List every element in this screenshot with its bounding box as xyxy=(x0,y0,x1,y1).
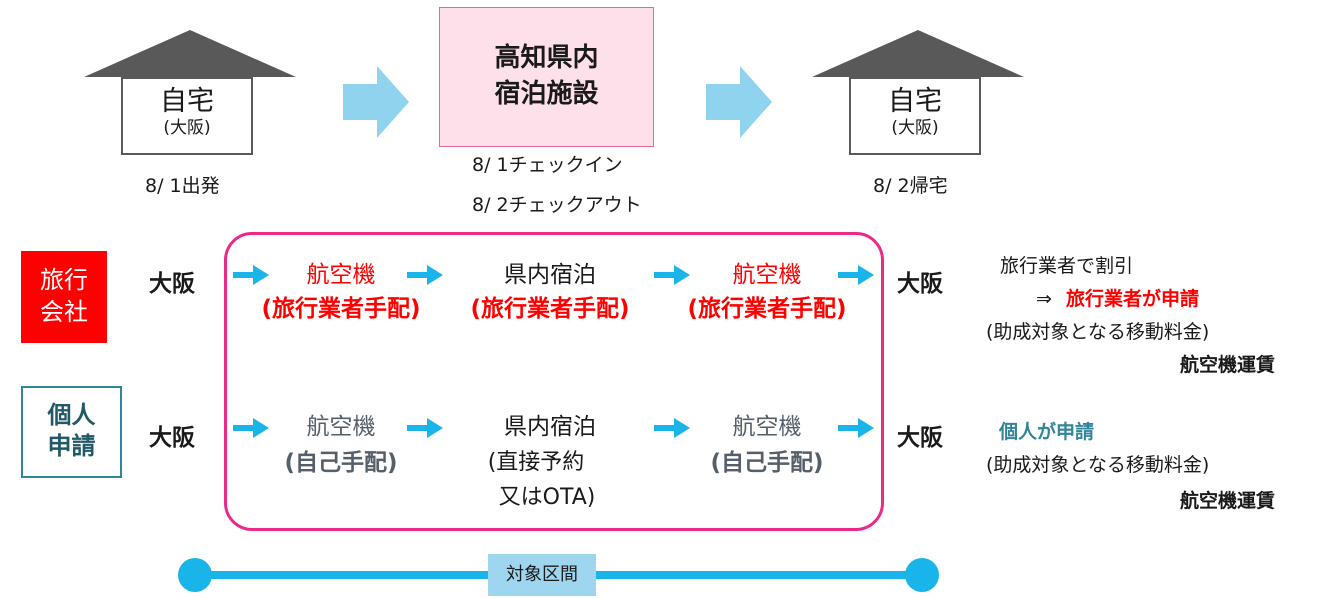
travel-agency-label-line1: 旅行 xyxy=(40,266,88,294)
covered-section-frame xyxy=(224,232,884,531)
travel-agency-label: 旅行 会社 xyxy=(21,251,107,343)
house-roof-icon xyxy=(812,30,1024,77)
row1-seg1: 航空機 (旅行業者手配) xyxy=(236,258,446,326)
row2-seg1-line2: (自己手配) xyxy=(284,450,398,476)
row2-destination: 大阪 xyxy=(897,425,943,451)
row1-note-arrow: ⇒ xyxy=(1036,288,1052,310)
right-arrow-icon xyxy=(654,265,690,285)
row1-seg3-line2: (旅行業者手配) xyxy=(687,296,847,322)
return-date: 8/ 2帰宅 xyxy=(873,175,948,197)
row2-seg3-line2: (自己手配) xyxy=(710,450,824,476)
right-arrow-icon xyxy=(233,265,269,285)
flow-arrow-icon xyxy=(343,66,409,138)
row1-seg2-line1: 県内宿泊 xyxy=(504,262,596,288)
row1-seg1-line2: (旅行業者手配) xyxy=(261,296,421,322)
row2-note-line1: 個人が申請 xyxy=(999,421,1095,443)
flow-arrow-icon xyxy=(706,66,772,138)
row2-seg1-line1: 航空機 xyxy=(306,414,376,440)
right-arrow-icon xyxy=(838,418,874,438)
right-arrow-icon xyxy=(654,418,690,438)
row2-seg2-line2: (直接予約 xyxy=(487,450,585,475)
row2-note-line3: 航空機運賃 xyxy=(1180,490,1276,512)
row1-origin: 大阪 xyxy=(149,271,195,297)
checkout-date: 8/ 2チェックアウト xyxy=(472,194,642,216)
destination-line1: 高知県内 xyxy=(494,43,599,73)
row1-seg2: 県内宿泊 (旅行業者手配) xyxy=(445,258,655,326)
checkin-date: 8/ 1チェックイン xyxy=(472,154,623,176)
row1-note-applicant: 旅行業者が申請 xyxy=(1065,288,1199,310)
individual-label-line2: 申請 xyxy=(47,432,96,460)
bar-end-dot xyxy=(905,558,939,592)
right-arrow-icon xyxy=(838,265,874,285)
row1-destination: 大阪 xyxy=(897,271,943,297)
row2-origin: 大阪 xyxy=(149,425,195,451)
home-right-title: 自宅 xyxy=(888,86,942,117)
row2-seg2-line3: 又はOTA) xyxy=(498,485,596,510)
house-roof-icon xyxy=(84,30,296,77)
row1-note-line2: ⇒ 旅行業者が申請 xyxy=(1036,287,1199,311)
row1-note-line3: (助成対象となる移動料金) xyxy=(986,321,1210,343)
right-arrow-icon xyxy=(407,418,443,438)
bar-start-dot xyxy=(178,558,212,592)
travel-agency-label-line2: 会社 xyxy=(40,298,88,326)
covered-section-label: 対象区間 xyxy=(488,554,596,596)
individual-label-line1: 個人 xyxy=(47,401,96,429)
home-left-sub: (大阪) xyxy=(163,118,211,138)
home-right-sub: (大阪) xyxy=(891,118,939,138)
row1-note-line4: 航空機運賃 xyxy=(1180,354,1276,376)
house-box-left: 自宅 (大阪) xyxy=(121,77,253,155)
destination-line2: 宿泊施設 xyxy=(494,79,599,109)
row1-seg3: 航空機 (旅行業者手配) xyxy=(662,258,872,326)
row1-seg1-line1: 航空機 xyxy=(306,262,376,288)
row2-seg3-line1: 航空機 xyxy=(732,414,802,440)
right-arrow-icon xyxy=(407,265,443,285)
row2-seg1: 航空機 (自己手配) xyxy=(236,409,446,481)
row1-seg3-line1: 航空機 xyxy=(732,262,802,288)
individual-label: 個人 申請 xyxy=(21,386,122,478)
row2-seg2-line1: 県内宿泊 xyxy=(504,414,596,440)
home-left-title: 自宅 xyxy=(160,86,214,117)
house-box-right: 自宅 (大阪) xyxy=(849,77,981,155)
destination-box: 高知県内 宿泊施設 xyxy=(439,7,654,147)
right-arrow-icon xyxy=(233,418,269,438)
row2-note-line2: (助成対象となる移動料金) xyxy=(986,454,1210,476)
row1-note-line1: 旅行業者で割引 xyxy=(1000,255,1134,277)
row2-seg3: 航空機 (自己手配) xyxy=(662,409,872,481)
row1-seg2-line2: (旅行業者手配) xyxy=(470,296,630,322)
row2-seg2: 県内宿泊 (直接予約 又はOTA) xyxy=(445,409,655,515)
departure-date: 8/ 1出発 xyxy=(145,175,220,197)
